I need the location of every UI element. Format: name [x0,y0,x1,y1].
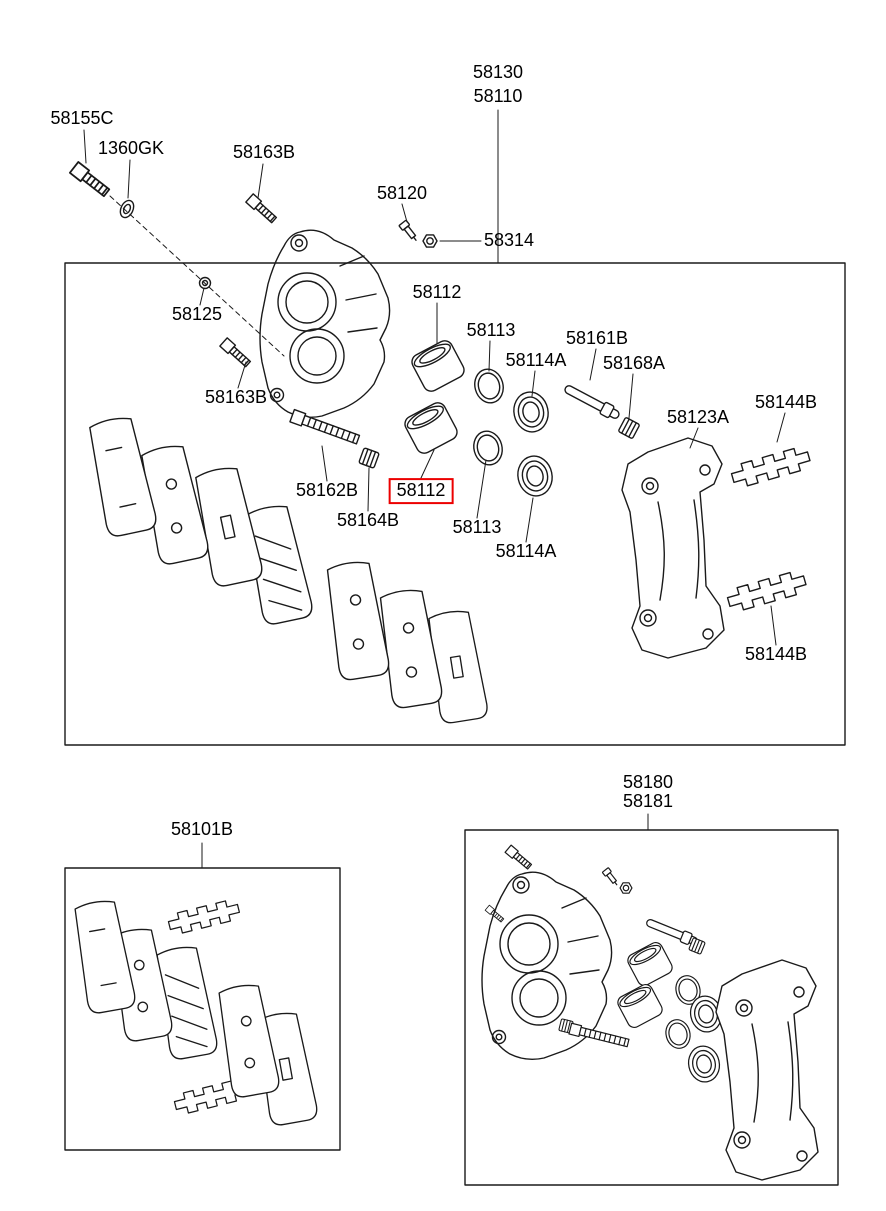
washer-drawing [119,199,135,219]
part-number[interactable]: 58162B [295,480,359,501]
part-number[interactable]: 58114A [495,541,557,562]
part-number[interactable]: 58113 [466,320,516,341]
part-number[interactable]: 58112 [412,282,462,303]
front-caliper-assembly-box [64,262,846,746]
front-caliper-assembly-drawing [68,161,813,725]
part-number[interactable]: 58144B [744,644,808,665]
part-number[interactable]: 1360GK [97,138,165,159]
part-number-highlighted[interactable]: 58112 [388,478,454,504]
part-number[interactable]: 58123A [666,407,730,428]
part-number[interactable]: 58101B [170,819,234,840]
part-number[interactable]: 58161B [565,328,629,349]
part-number[interactable]: 58163B [232,142,296,163]
part-number[interactable]: 58144B [754,392,818,413]
second-caliper-assembly-box [464,829,839,1186]
part-number[interactable]: 58314 [483,230,535,251]
part-number[interactable]: 58114A [505,350,567,371]
assembly-axis-dashed-line [109,195,285,357]
part-number[interactable]: 58180 [622,772,674,793]
leader-lines [83,109,786,869]
part-number[interactable]: 58113 [452,517,502,538]
part-number[interactable]: 58164B [336,510,400,531]
part-number[interactable]: 58120 [376,183,428,204]
part-number[interactable]: 58168A [602,353,666,374]
retainer-ring-drawing [198,276,212,290]
part-number[interactable]: 58125 [171,304,223,325]
part-number[interactable]: 58130 [472,62,524,83]
part-number[interactable]: 58110 [473,86,523,107]
part-number[interactable]: 58163B [204,387,268,408]
part-number[interactable]: 58155C [50,108,114,129]
part-number[interactable]: 58181 [622,791,674,812]
